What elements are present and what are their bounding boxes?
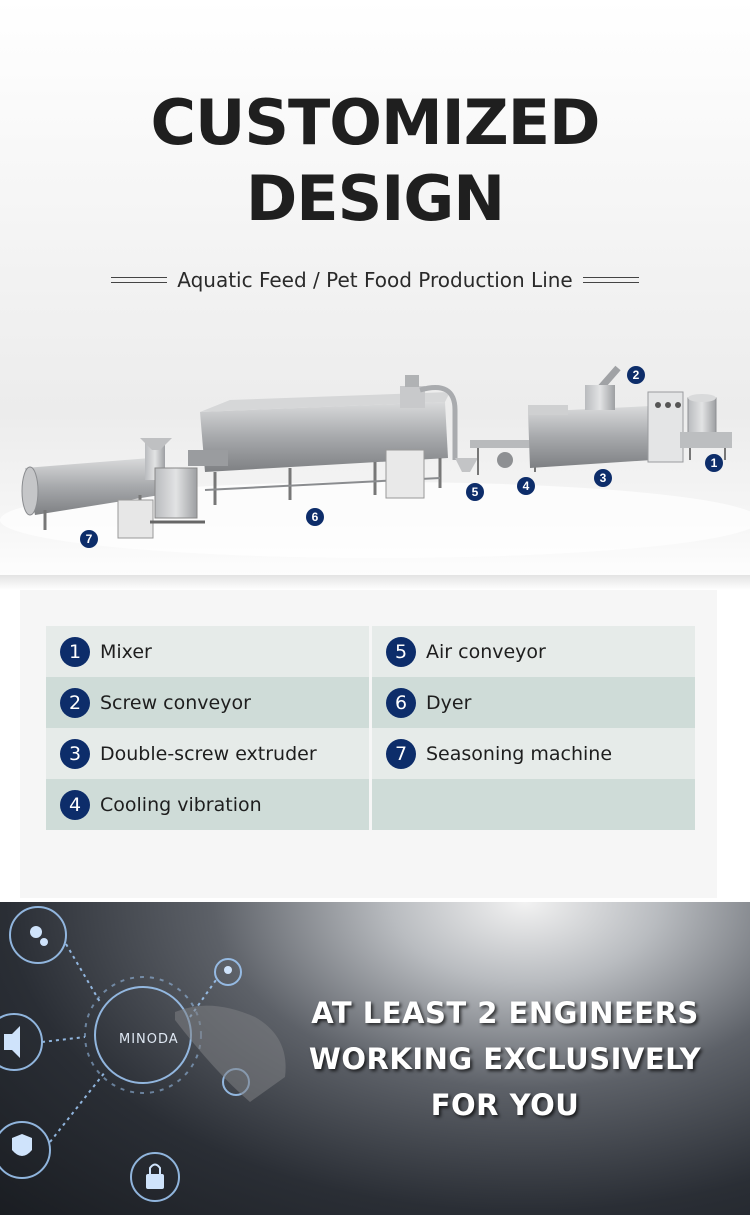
- page-title-line2: DESIGN: [245, 162, 505, 235]
- component-item: 3 Double-screw extruder: [46, 728, 369, 779]
- component-item: 6 Dyer: [372, 677, 695, 728]
- marker-1: 1: [705, 454, 723, 472]
- component-label: Cooling vibration: [100, 793, 262, 816]
- component-item: 7 Seasoning machine: [372, 728, 695, 779]
- component-label: Dyer: [426, 691, 472, 714]
- extruder-graphic: [528, 365, 684, 468]
- subtitle-right-rule: [582, 277, 639, 283]
- components-table: 1 Mixer 5 Air conveyor 2 Screw conveyor …: [46, 626, 695, 830]
- component-number: 5: [386, 636, 416, 667]
- tech-circles-graphic: [0, 906, 286, 1202]
- component-label: Mixer: [100, 640, 152, 663]
- engineers-banner: MINODA AT LEAST 2 ENGINEERS WORKING EXCL…: [0, 902, 750, 1215]
- lock-icon: [146, 1174, 164, 1189]
- user-icon: [224, 966, 232, 974]
- engineers-headline: AT LEAST 2 ENGINEERS WORKING EXCLUSIVELY…: [295, 990, 715, 1128]
- marker-7: 7: [80, 530, 98, 548]
- page-title-line1: CUSTOMIZED: [150, 86, 600, 159]
- component-item: 2 Screw conveyor: [46, 677, 369, 728]
- marker-6: 6: [306, 508, 324, 526]
- subtitle-row: Aquatic Feed / Pet Food Production Line: [0, 268, 750, 292]
- component-label: Seasoning machine: [426, 742, 613, 765]
- seasoning-machine-graphic: [21, 438, 205, 539]
- gears-icon: [30, 926, 48, 946]
- component-number: 1: [60, 636, 90, 667]
- hand-graphic: [175, 1005, 286, 1102]
- marker-4: 4: [517, 477, 535, 495]
- headline-line1: AT LEAST 2 ENGINEERS: [311, 996, 699, 1030]
- component-item: 4 Cooling vibration: [46, 779, 369, 830]
- component-item-empty: [372, 779, 695, 830]
- hero-section: CUSTOMIZED DESIGN Aquatic Feed / Pet Foo…: [0, 0, 750, 590]
- component-number: 4: [60, 789, 90, 820]
- headline-line3: FOR YOU: [430, 1088, 580, 1122]
- component-label: Double-screw extruder: [100, 742, 317, 765]
- component-number: 2: [60, 687, 90, 718]
- marker-5: 5: [466, 483, 484, 501]
- component-label: Screw conveyor: [100, 691, 251, 714]
- component-number: 7: [386, 738, 416, 769]
- component-item: 5 Air conveyor: [372, 626, 695, 677]
- mixer-graphic: [680, 394, 732, 460]
- subtitle: Aquatic Feed / Pet Food Production Line: [177, 268, 573, 292]
- component-number: 3: [60, 738, 90, 769]
- circle-brand-label: MINODA: [119, 1032, 179, 1047]
- marker-3: 3: [594, 469, 612, 487]
- production-line-illustration: [0, 365, 750, 558]
- component-number: 6: [386, 687, 416, 718]
- headline-line2: WORKING EXCLUSIVELY: [308, 1042, 702, 1076]
- component-label: Air conveyor: [426, 640, 546, 663]
- component-item: 1 Mixer: [46, 626, 369, 677]
- subtitle-left-rule: [111, 277, 168, 283]
- marker-2: 2: [627, 366, 645, 384]
- dryer-graphic: [188, 375, 458, 505]
- shield-icon: [12, 1134, 32, 1156]
- speaker-icon: [4, 1026, 20, 1058]
